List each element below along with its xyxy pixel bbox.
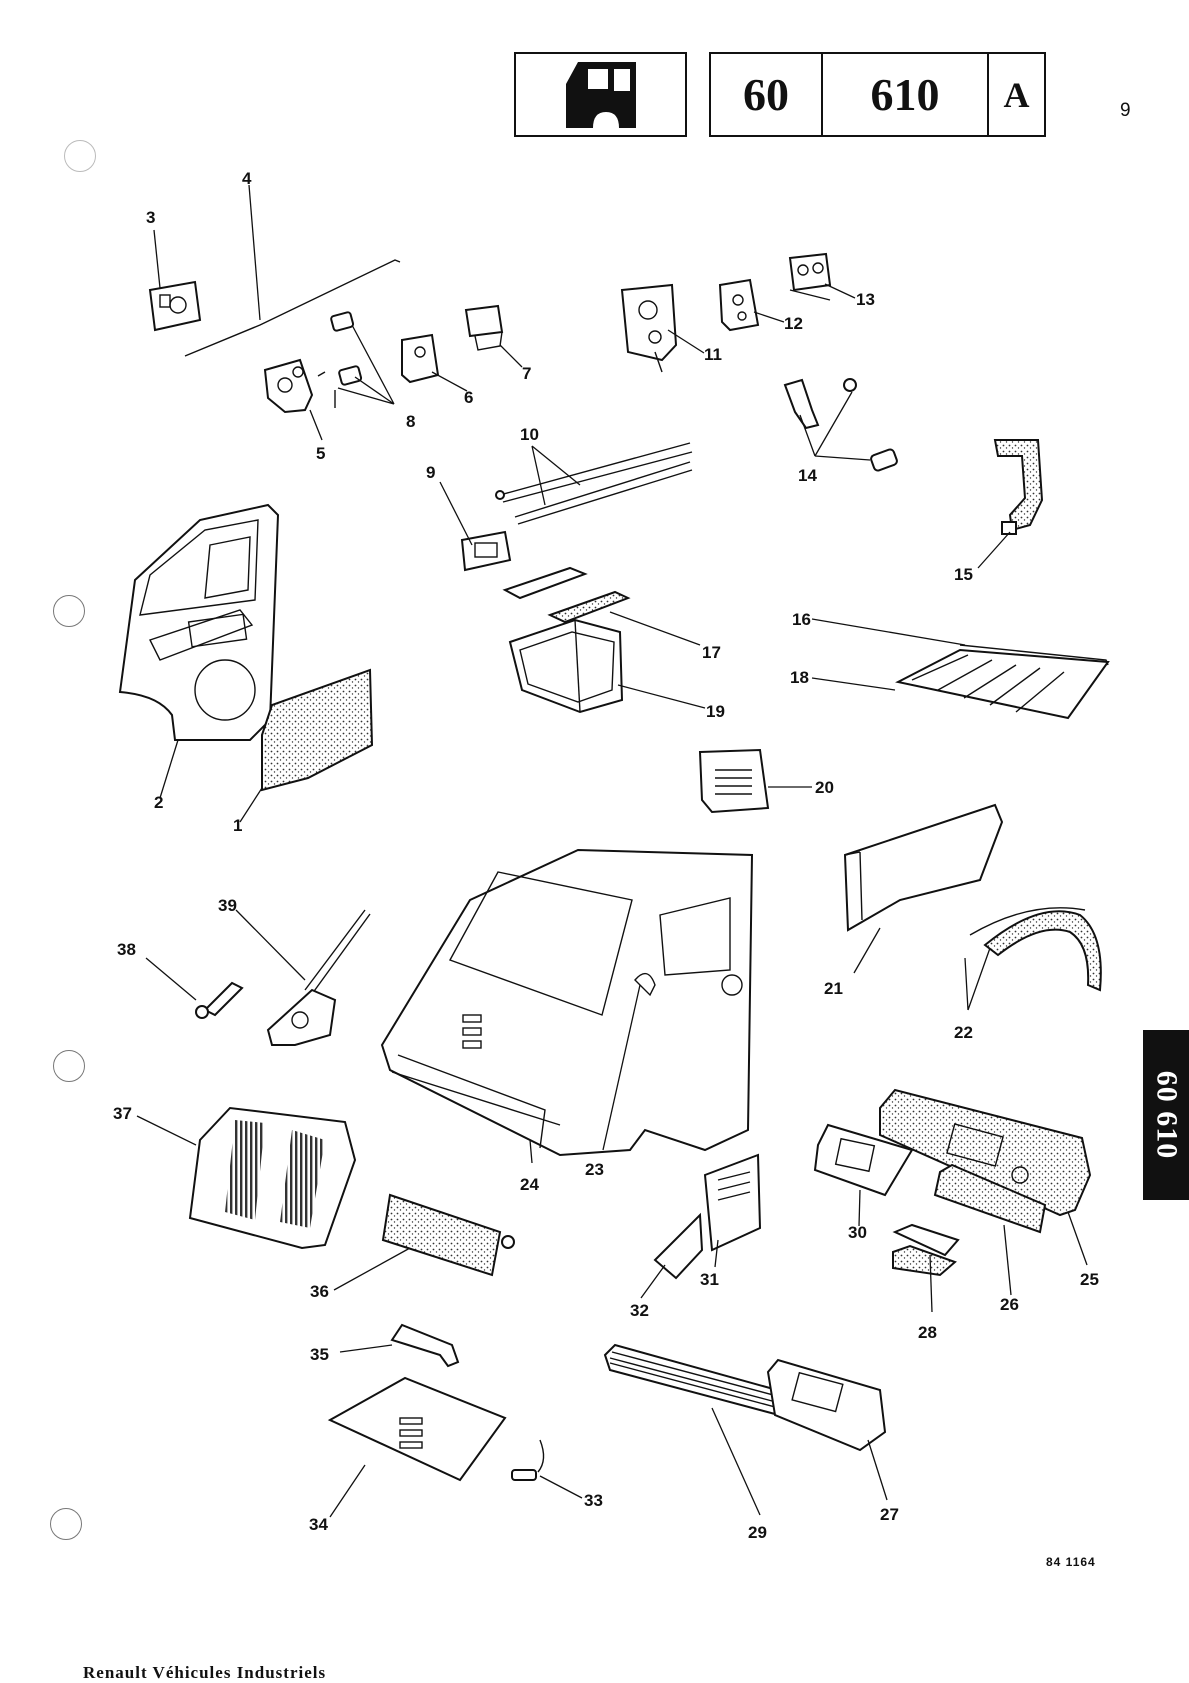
callout-23: 23	[585, 1160, 604, 1179]
callout-33: 33	[584, 1491, 603, 1510]
callout-36: 36	[310, 1282, 329, 1301]
part-12-plate	[720, 280, 758, 330]
part-13-bracket	[790, 254, 830, 300]
part-37-windscreen	[190, 1108, 355, 1248]
part-2-door	[120, 505, 278, 740]
callout-4: 4	[242, 169, 252, 188]
callout-17: 17	[702, 643, 721, 662]
callout-8: 8	[406, 412, 415, 431]
callout-9: 9	[426, 463, 435, 482]
part-3-lock	[150, 282, 200, 330]
callout-13: 13	[856, 290, 875, 309]
part-27-headlamp	[768, 1360, 885, 1450]
callout-15: 15	[954, 565, 973, 584]
callout-28: 28	[918, 1323, 937, 1342]
part-38-winder	[196, 983, 242, 1018]
callout-10: 10	[520, 425, 539, 444]
part-28-ashtray	[893, 1225, 958, 1275]
part-10-rods	[496, 443, 692, 524]
part-35-grab-handle	[392, 1325, 458, 1366]
callout-16: 16	[792, 610, 811, 629]
part-24-cab-shell	[382, 850, 752, 1155]
callout-31: 31	[700, 1270, 719, 1289]
drawing-reference: 84 1164	[1046, 1555, 1096, 1569]
callout-20: 20	[815, 778, 834, 797]
callout-6: 6	[464, 388, 473, 407]
part-29-grille	[605, 1345, 795, 1418]
callout-2: 2	[154, 793, 163, 812]
part-36-sun-visor	[383, 1195, 514, 1275]
part-17-tray	[505, 568, 628, 622]
callout-7: 7	[522, 364, 531, 383]
callout-22: 22	[954, 1023, 973, 1042]
callout-26: 26	[1000, 1295, 1019, 1314]
part-6-plate	[402, 335, 438, 382]
callout-12: 12	[784, 314, 803, 333]
part-18-bunk	[898, 650, 1108, 718]
callout-25: 25	[1080, 1270, 1099, 1289]
callout-27: 27	[880, 1505, 899, 1524]
callout-32: 32	[630, 1301, 649, 1320]
part-19-box	[510, 620, 622, 712]
callout-14: 14	[798, 466, 817, 485]
part-34-roof-hatch	[330, 1378, 505, 1480]
callout-19: 19	[706, 702, 725, 721]
part-1-door-trim	[262, 670, 372, 790]
footer-publisher: Renault Véhicules Industriels	[83, 1663, 326, 1683]
part-20-vent	[700, 750, 768, 812]
part-5-latch	[265, 360, 312, 412]
part-33-lamp	[512, 1440, 544, 1480]
part-39-regulator	[268, 910, 370, 1045]
callout-37: 37	[113, 1104, 132, 1123]
part-7-bracket	[466, 306, 502, 350]
callout-21: 21	[824, 979, 843, 998]
part-11-lock-mechanism	[622, 285, 676, 372]
part-31-side-panel	[705, 1155, 760, 1250]
callout-3: 3	[146, 208, 155, 227]
callout-30: 30	[848, 1223, 867, 1242]
callout-24: 24	[520, 1175, 539, 1194]
part-9-handle	[462, 532, 510, 570]
callout-39: 39	[218, 896, 237, 915]
part-21-step-panel	[845, 805, 1002, 930]
callout-29: 29	[748, 1523, 767, 1542]
callout-11: 11	[704, 345, 722, 364]
callout-34: 34	[309, 1515, 328, 1534]
callout-1: 1	[233, 816, 242, 835]
part-4-rod	[185, 260, 400, 356]
part-15-check-strap	[995, 440, 1042, 534]
callout-35: 35	[310, 1345, 329, 1364]
callout-5: 5	[316, 444, 325, 463]
callout-38: 38	[117, 940, 136, 959]
callout-18: 18	[790, 668, 809, 687]
